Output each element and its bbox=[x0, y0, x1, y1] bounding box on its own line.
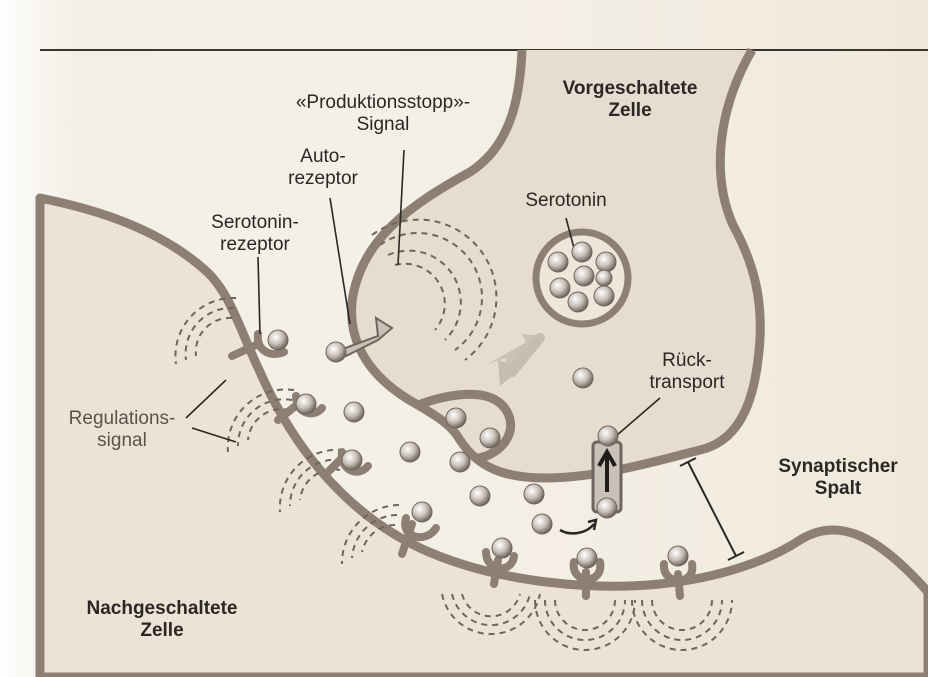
synaptic-cleft-label-line2: Spalt bbox=[778, 478, 897, 500]
serotonin-label-text: Serotonin bbox=[525, 190, 606, 212]
regulation-signal-label: Regulations- signal bbox=[69, 408, 176, 452]
regulation-signal-label-line1: Regulations- bbox=[69, 408, 176, 430]
serotonin-receptor-label-line2: rezeptor bbox=[211, 234, 299, 256]
regulation-signal-label-line2: signal bbox=[69, 430, 176, 452]
presynaptic-label: Vorgeschaltete Zelle bbox=[563, 78, 698, 122]
autoreceptor-label: Auto- rezeptor bbox=[288, 146, 358, 190]
autoreceptor-label-line2: rezeptor bbox=[288, 168, 358, 190]
stop-signal-label: «Produktionsstopp»- Signal bbox=[296, 92, 470, 136]
synaptic-cleft-label-line1: Synaptischer bbox=[778, 456, 897, 478]
stop-signal-label-line2: Signal bbox=[296, 114, 470, 136]
postsynaptic-label-line2: Zelle bbox=[86, 620, 237, 642]
autoreceptor-label-line1: Auto- bbox=[288, 146, 358, 168]
serotonin-receptor-label: Serotonin- rezeptor bbox=[211, 212, 299, 256]
reuptake-label-line2: transport bbox=[650, 372, 725, 394]
reuptake-label-line1: Rück- bbox=[650, 350, 725, 372]
reuptake-label: Rück- transport bbox=[650, 350, 725, 394]
postsynaptic-label: Nachgeschaltete Zelle bbox=[86, 598, 237, 642]
presynaptic-label-line2: Zelle bbox=[563, 100, 698, 122]
synaptic-cleft-label: Synaptischer Spalt bbox=[778, 456, 897, 500]
serotonin-receptor-label-line1: Serotonin- bbox=[211, 212, 299, 234]
presynaptic-label-line1: Vorgeschaltete bbox=[563, 78, 698, 100]
serotonin-label: Serotonin bbox=[525, 190, 606, 212]
stop-signal-label-line1: «Produktionsstopp»- bbox=[296, 92, 470, 114]
postsynaptic-label-line1: Nachgeschaltete bbox=[86, 598, 237, 620]
